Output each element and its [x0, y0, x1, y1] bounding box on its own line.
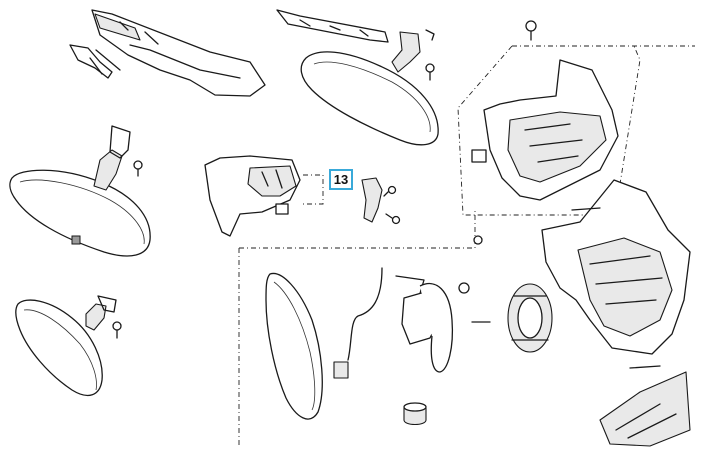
assembly-boundary-lines	[238, 45, 695, 448]
side-mirror-glass-corner	[599, 371, 691, 447]
mirror-motor-gear-unit	[507, 283, 553, 353]
rearview-mirror-compact	[15, 295, 122, 397]
callout-label-13: 13	[329, 169, 353, 190]
mirror-cover-part	[69, 9, 266, 97]
rearview-mirror-auto-dimming	[276, 9, 439, 146]
mirror-motor-and-harness	[333, 267, 454, 426]
mirror-base-bracket	[471, 20, 619, 201]
part-13-clip	[361, 177, 401, 225]
rearview-mirror-standard	[9, 125, 151, 257]
mirror-glass	[265, 272, 323, 420]
mirror-housing-assembly	[204, 155, 301, 237]
power-mirror-actuator-housing	[458, 179, 691, 369]
